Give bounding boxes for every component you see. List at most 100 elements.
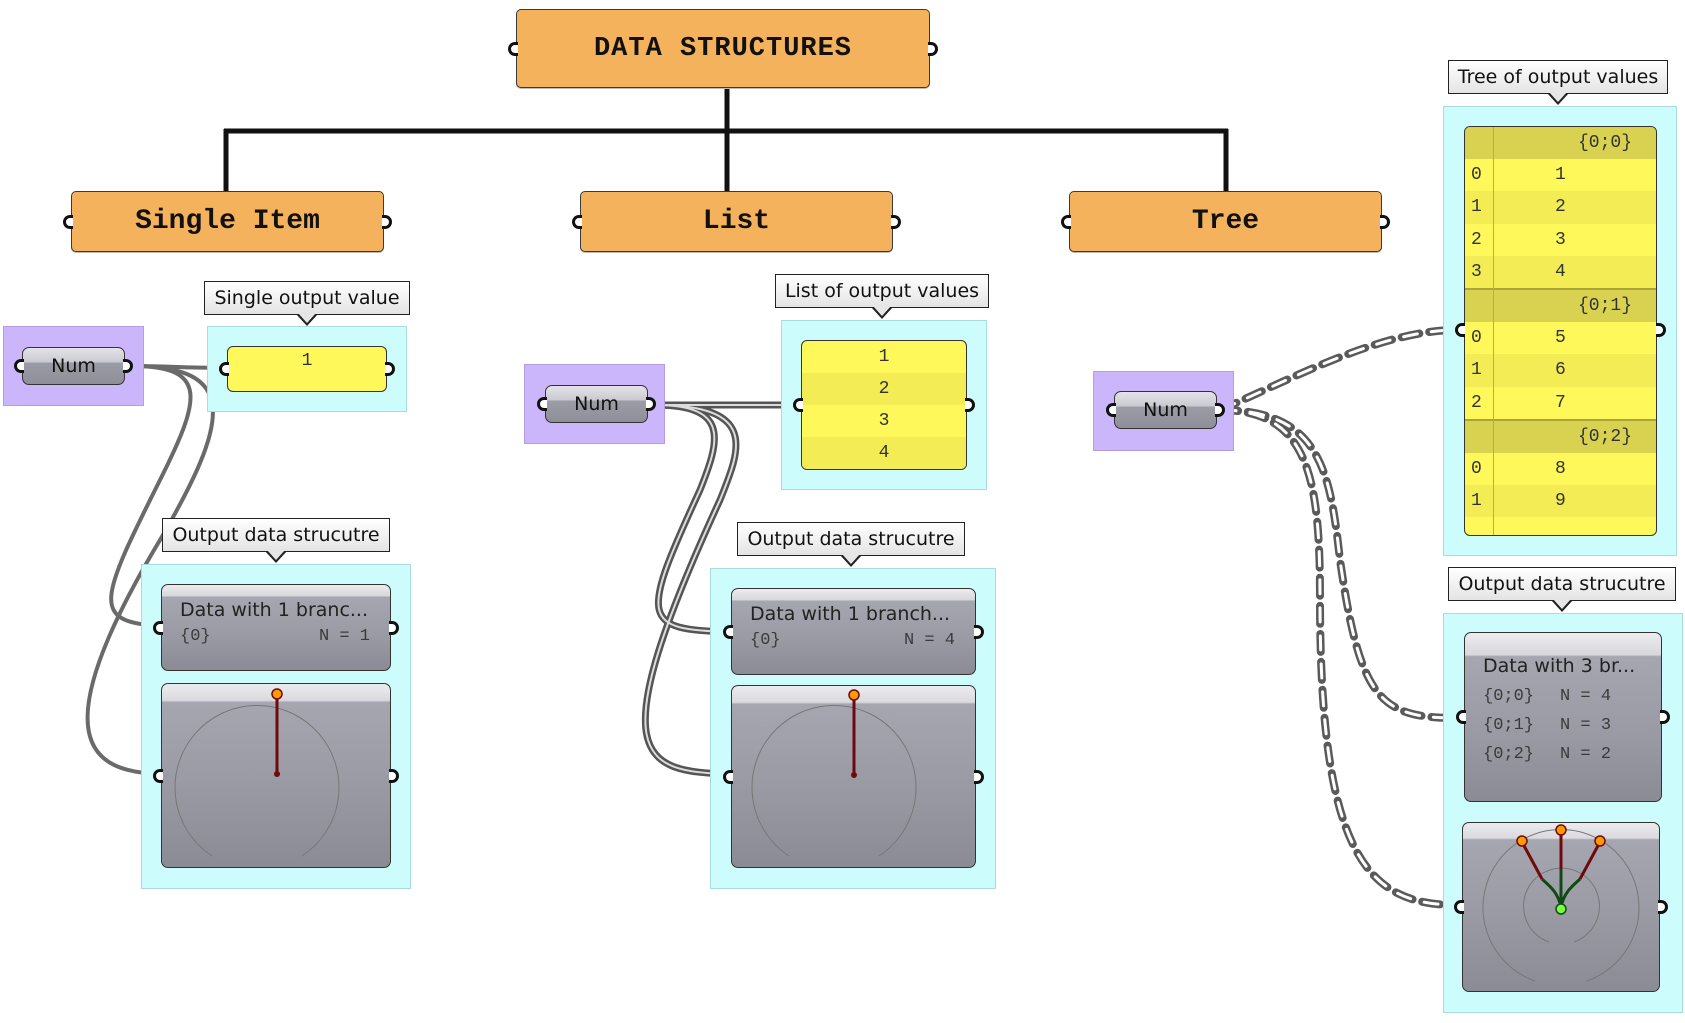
item-value: 4 — [1555, 261, 1566, 282]
panel-value: 1 — [301, 351, 313, 371]
panel-row: 2 — [802, 373, 966, 405]
input-grip[interactable] — [1456, 710, 1466, 724]
root-node — [274, 771, 280, 777]
item-index: 1 — [1471, 197, 1482, 218]
root-node — [1555, 903, 1567, 915]
leaf-node — [1555, 824, 1567, 836]
input-grip[interactable] — [153, 768, 163, 783]
input-grip[interactable] — [723, 769, 733, 784]
input-grip[interactable] — [572, 214, 582, 229]
leaf-node — [1594, 835, 1606, 847]
output-grip[interactable] — [1658, 900, 1668, 914]
input-grip[interactable] — [793, 398, 803, 412]
leaf-node — [271, 688, 283, 700]
category-node-list[interactable]: List — [572, 191, 901, 252]
tree-panel-output-grip[interactable] — [1656, 323, 1666, 337]
output-grip[interactable] — [123, 359, 133, 373]
list-value-callout: List of output values — [775, 274, 989, 308]
output-grip[interactable] — [965, 398, 975, 412]
item-index: 1 — [1471, 360, 1482, 381]
list-value-panel[interactable]: 1 2 3 4 — [793, 340, 975, 470]
branch-count: N = 3 — [1560, 716, 1612, 735]
category-node-tree[interactable]: Tree — [1061, 191, 1390, 252]
output-grip[interactable] — [1380, 214, 1390, 229]
tree-ring — [751, 704, 917, 857]
panel-row: 1 — [802, 341, 966, 373]
branch-path: {0;0} — [1483, 687, 1535, 706]
list-structure-callout: Output data strucutre — [737, 522, 965, 556]
input-grip[interactable] — [537, 397, 547, 411]
item-value: 2 — [1555, 197, 1566, 218]
input-grip[interactable] — [723, 624, 733, 639]
single-number-slider[interactable]: Num — [14, 347, 133, 385]
output-grip[interactable] — [385, 362, 395, 376]
input-grip[interactable] — [1106, 403, 1116, 417]
single-value-panel[interactable]: 1 — [219, 346, 395, 392]
panel-row: 1 — [228, 347, 386, 375]
input-grip[interactable] — [1061, 214, 1071, 229]
output-grip[interactable] — [1215, 403, 1225, 417]
callout-text: Tree of output values — [1457, 66, 1659, 88]
output-grip[interactable] — [646, 397, 656, 411]
tree-diagram — [1482, 824, 1640, 982]
tree-number-slider[interactable]: Num — [1106, 391, 1225, 429]
item-value: 5 — [1555, 328, 1566, 349]
input-grip[interactable] — [508, 41, 518, 56]
branch-count: N = 4 — [1560, 687, 1612, 706]
branch-path: {0;0} — [1577, 133, 1632, 154]
output-grip[interactable] — [974, 624, 984, 639]
input-grip[interactable] — [63, 214, 73, 229]
tree-branch-header: {0;2} — [1465, 420, 1656, 453]
callout-text: Single output value — [214, 287, 400, 309]
branch-path: {0;2} — [1577, 426, 1632, 447]
callout-text: Output data strucutre — [172, 524, 380, 546]
item-value: 3 — [1555, 229, 1566, 250]
tree-value-callout: Tree of output values — [1448, 60, 1668, 94]
output-grip[interactable] — [389, 620, 399, 635]
tree-diagram — [174, 688, 340, 857]
output-grip[interactable] — [891, 214, 901, 229]
single-tree-plot[interactable] — [153, 683, 399, 868]
list-number-slider[interactable]: Num — [537, 385, 656, 423]
wire-tree-to-viewer — [1218, 408, 1459, 720]
viewer-title: Data with 3 br... — [1483, 655, 1636, 677]
input-grip[interactable] — [1454, 900, 1464, 914]
input-grip[interactable] — [14, 359, 24, 373]
root-node — [851, 772, 857, 778]
output-grip[interactable] — [382, 214, 392, 229]
category-label: List — [702, 206, 771, 237]
num-label: Num — [574, 393, 619, 415]
list-param-viewer[interactable]: Data with 1 branch... {0}N = 4 — [723, 588, 984, 675]
tree-tree-plot[interactable] — [1454, 822, 1668, 992]
tree-panel-input-grip[interactable] — [1455, 323, 1465, 337]
panel-value: 3 — [878, 411, 890, 431]
callout-text: Output data strucutre — [1458, 573, 1666, 595]
input-grip[interactable] — [219, 362, 229, 376]
output-grip[interactable] — [1660, 710, 1670, 724]
list-tree-plot[interactable] — [723, 685, 984, 868]
panel-value: 1 — [878, 347, 890, 367]
item-index: 3 — [1471, 261, 1482, 282]
branch-stem-left — [1541, 877, 1563, 908]
branch-stem-right — [1559, 877, 1581, 908]
category-node-single[interactable]: Single Item — [63, 191, 392, 252]
title-node[interactable]: DATA STRUCTURES — [508, 9, 938, 88]
branch-line — [1520, 841, 1544, 880]
panel-row: 4 — [802, 437, 966, 469]
tree-param-viewer[interactable]: Data with 3 br... {0;0}N = 4 {0;1}N = 3 … — [1456, 632, 1670, 802]
branch-path: {0} — [180, 627, 211, 646]
branch-line — [1578, 841, 1602, 880]
output-grip[interactable] — [928, 41, 938, 56]
single-param-viewer[interactable]: Data with 1 branc... {0}N = 1 — [153, 584, 399, 671]
tree-structure-callout: Output data strucutre — [1448, 567, 1676, 601]
input-grip[interactable] — [153, 620, 163, 635]
output-grip[interactable] — [974, 769, 984, 784]
branch-line: {0;1}N = 3 — [1465, 716, 1661, 735]
output-grip[interactable] — [389, 768, 399, 783]
